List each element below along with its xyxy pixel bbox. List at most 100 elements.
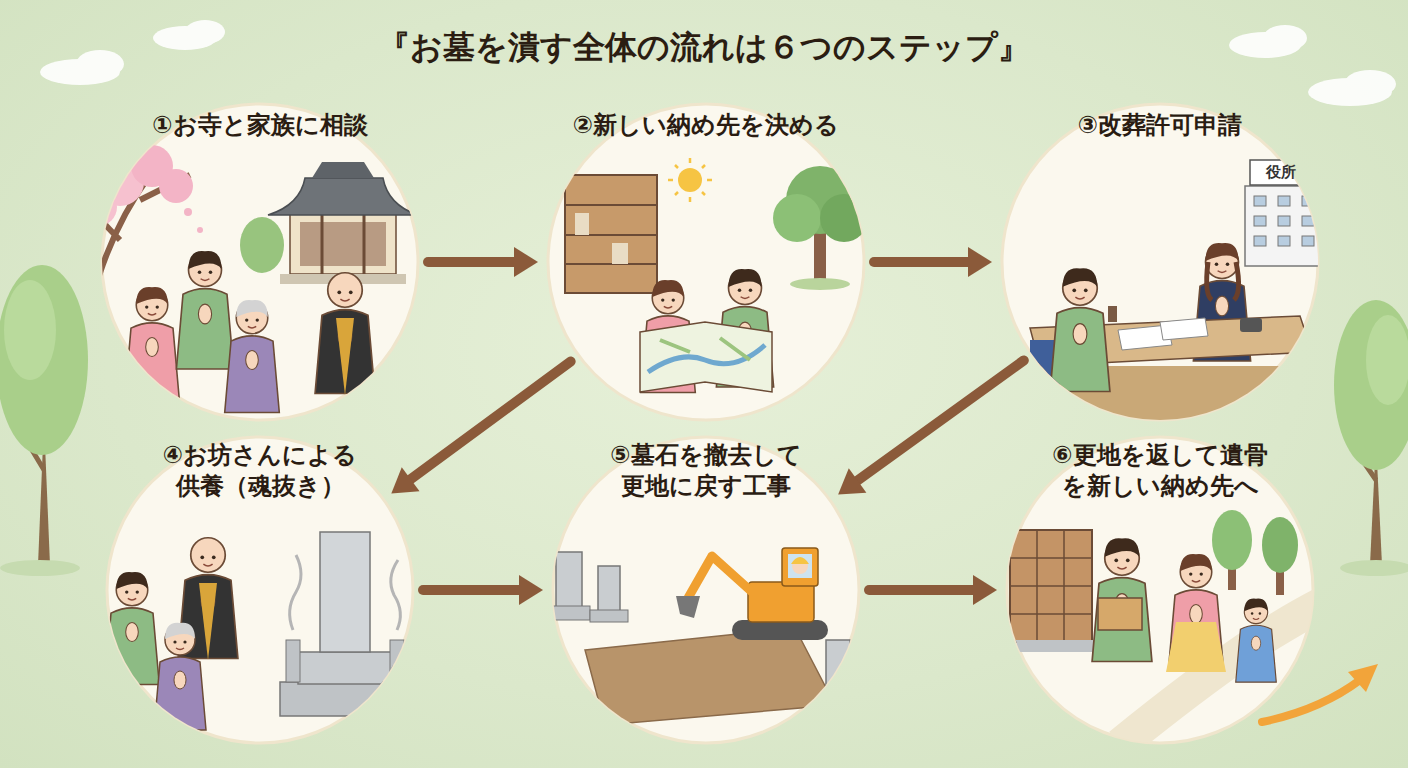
choice-scene-part xyxy=(790,278,850,290)
step-heading: ⑥更地を返して遺骨 を新しい納め先へ xyxy=(1044,440,1276,502)
move-scene-part-part xyxy=(1010,613,1092,615)
temple-scene-part xyxy=(197,227,203,233)
flow-arrow-shaft xyxy=(423,585,525,595)
move-scene-part xyxy=(1120,600,1330,745)
office-scene-part xyxy=(1040,366,1312,426)
office-scene-part-part xyxy=(1254,216,1266,226)
office-scene-part xyxy=(1245,186,1323,266)
office-scene-part xyxy=(1108,306,1117,322)
memorial-scene-part xyxy=(178,535,238,658)
flow-arrow-head xyxy=(391,467,419,493)
office-scene-part xyxy=(1118,325,1172,350)
circle-outline xyxy=(100,102,420,422)
choice-scene-part-part xyxy=(689,158,692,163)
removal-scene-part xyxy=(791,557,809,564)
side-tree-part xyxy=(1352,440,1398,480)
flow-arrow-shaft xyxy=(406,362,571,483)
temple-scene-part xyxy=(280,274,406,284)
memorial-scene xyxy=(105,532,410,730)
temple-scene-part xyxy=(321,212,324,274)
flow-arrow-head xyxy=(514,247,538,277)
office-scene-part-part xyxy=(1302,236,1314,246)
choice-scene-part xyxy=(565,234,657,236)
heading-holder: ⑤墓石を撤去して 更地に戻す工事 xyxy=(491,435,921,502)
office-scene-part xyxy=(1030,340,1060,420)
cloud-part xyxy=(76,50,124,78)
memorial-scene-part xyxy=(199,583,217,660)
office-scene-part xyxy=(1250,160,1312,185)
flow-arrow-head xyxy=(968,247,992,277)
temple-scene-part xyxy=(96,158,144,206)
side-tree-part xyxy=(1340,560,1408,576)
memorial-scene-part xyxy=(105,572,160,685)
flow-arrow-shaft xyxy=(874,257,974,267)
move-scene-part xyxy=(1166,622,1226,672)
office-scene-part-part xyxy=(1254,196,1266,206)
office-scene-part-part xyxy=(1302,216,1314,226)
removal-scene-part xyxy=(585,628,835,725)
temple-scene-part xyxy=(336,318,354,395)
cloud-part xyxy=(1263,25,1307,51)
step-heading: ③改葬許可申請 xyxy=(1078,110,1242,141)
choice-scene-part-part xyxy=(702,192,705,195)
choice-scene-part-part xyxy=(668,179,673,182)
side-tree-part xyxy=(38,420,50,565)
choice-scene-part xyxy=(668,158,712,202)
choice-scene-part xyxy=(678,168,702,192)
heading-holder: ①お寺と家族に相談 xyxy=(45,102,475,141)
step-circle: ④お坊さんによる 供養（魂抜き） xyxy=(45,435,475,745)
temple-scene-part xyxy=(268,178,418,215)
step-heading: ④お坊さんによる 供養（魂抜き） xyxy=(144,440,376,502)
step-circle: ③改葬許可申請 xyxy=(945,102,1375,422)
removal-scene-part xyxy=(590,610,628,622)
move-scene-part xyxy=(1092,538,1152,661)
circle-outline xyxy=(1000,102,1320,422)
flow-arrow-head xyxy=(519,575,543,605)
heading-holder: ④お坊さんによる 供養（魂抜き） xyxy=(45,435,475,502)
flow-arrow xyxy=(869,575,997,605)
side-tree-part xyxy=(1366,315,1408,405)
memorial-scene-part xyxy=(390,640,404,682)
side-tree-part xyxy=(1370,440,1382,565)
temple-scene-part xyxy=(131,145,173,187)
office-scene-part-part xyxy=(1302,196,1314,206)
move-scene xyxy=(1004,510,1330,745)
forward-arrow-part xyxy=(1262,680,1360,722)
flow-arrow xyxy=(428,247,538,277)
choice-scene-part-part xyxy=(689,197,692,202)
removal-scene-part xyxy=(688,556,752,598)
heading-holder: ⑥更地を返して遺骨 を新しい納め先へ xyxy=(945,435,1375,502)
choice-scene-part xyxy=(640,322,772,392)
step-heading: ⑤墓石を撤去して 更地に戻す工事 xyxy=(590,440,822,502)
removal-scene-part xyxy=(748,582,814,622)
temple-scene-part xyxy=(184,208,192,216)
move-scene-part xyxy=(1010,530,1092,642)
step-circle: ⑤墓石を撤去して 更地に戻す工事 xyxy=(491,435,921,745)
temple-scene xyxy=(79,145,418,413)
temple-scene-part xyxy=(240,217,284,273)
step-circle: ⑥更地を返して遺骨 を新しい納め先へ xyxy=(945,435,1375,745)
heading-holder: ③改葬許可申請 xyxy=(945,102,1375,141)
choice-scene xyxy=(565,158,868,393)
move-scene-part xyxy=(1276,555,1284,595)
flow-arrow-head xyxy=(838,468,866,494)
cloud-part xyxy=(153,26,217,50)
step-circle: ②新しい納め先を決める xyxy=(491,102,921,422)
flow-arrow-shaft xyxy=(869,585,979,595)
choice-scene-part-part xyxy=(702,165,705,168)
heading-holder: ②新しい納め先を決める xyxy=(491,102,921,141)
flow-arrow-shaft xyxy=(428,257,520,267)
temple-scene-part xyxy=(363,212,366,274)
removal-scene-part xyxy=(598,566,620,612)
cloud-part xyxy=(1344,70,1396,98)
choice-scene-part-part xyxy=(675,165,678,168)
move-scene-part xyxy=(1228,550,1236,590)
memorial-scene-part xyxy=(320,532,370,652)
step-circle: ①お寺と家族に相談 xyxy=(45,102,475,422)
choice-scene-part xyxy=(786,166,854,234)
temple-scene-part xyxy=(79,188,117,226)
removal-scene-part xyxy=(826,640,850,702)
sign-label: 役所 xyxy=(1250,161,1312,183)
temple-scene-part xyxy=(312,162,374,178)
